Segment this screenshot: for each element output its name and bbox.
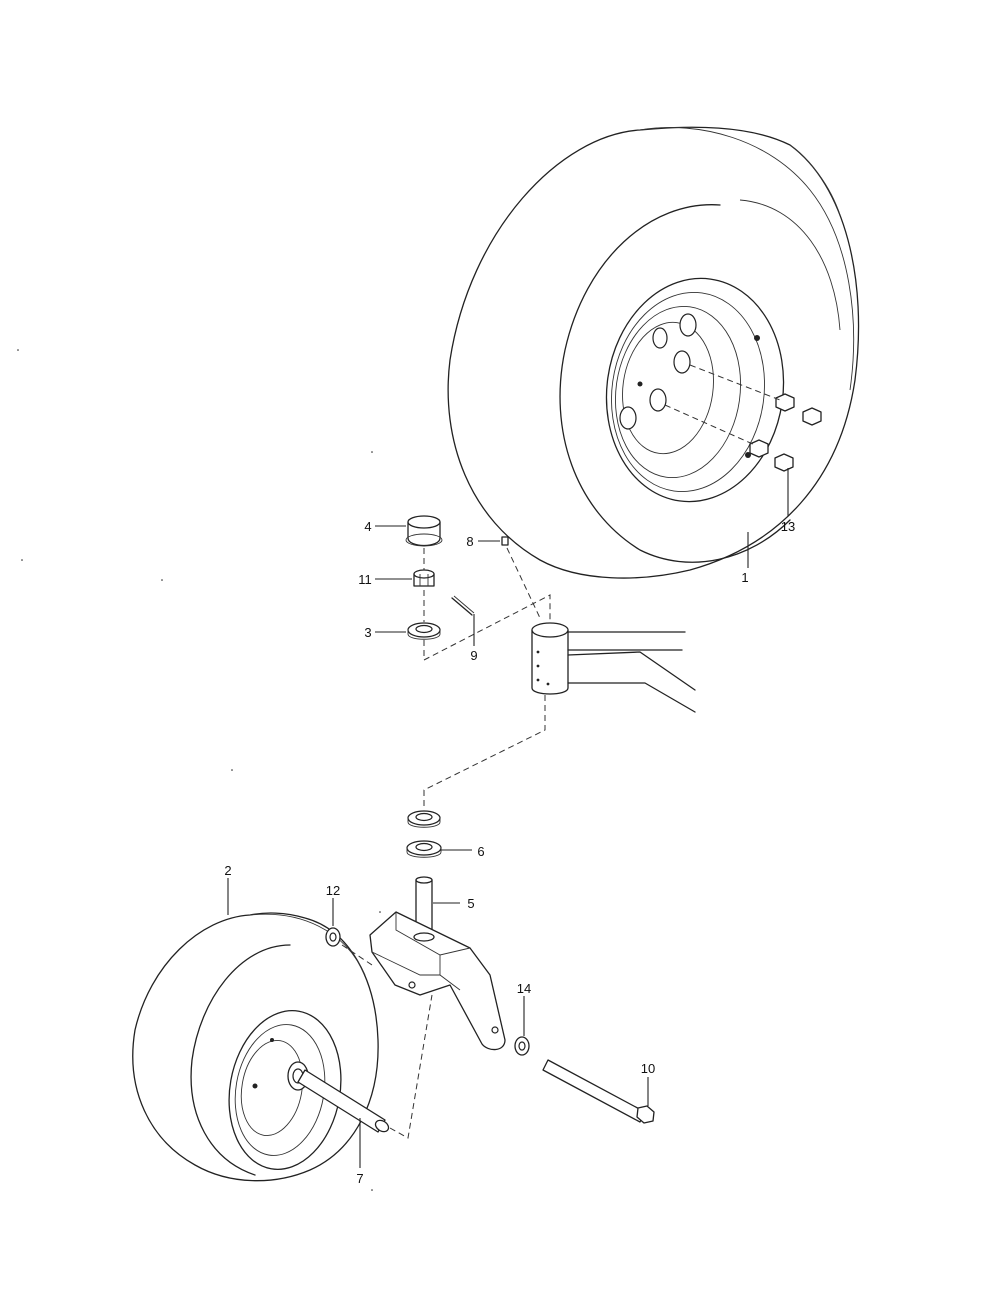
grease-fitting [501, 536, 509, 546]
caster-fork [369, 876, 506, 1051]
callout-9: 9 [470, 648, 477, 663]
spacer-nut [325, 927, 341, 947]
rear-tire-assembly [447, 126, 860, 579]
callout-14: 14 [517, 981, 531, 996]
cotter-pin [451, 595, 475, 616]
callout-labels: 1 2 3 4 5 6 7 8 9 10 11 12 13 14 [224, 519, 795, 1186]
callout-7: 7 [356, 1171, 363, 1186]
bearing-top [407, 622, 441, 640]
callout-8: 8 [466, 534, 473, 549]
washer [514, 1036, 530, 1056]
callout-3: 3 [364, 625, 371, 640]
lug-nuts [749, 393, 822, 472]
callout-11: 11 [358, 572, 372, 587]
callout-12: 12 [326, 883, 340, 898]
callout-4: 4 [364, 519, 371, 534]
axle-shaft [297, 1069, 390, 1133]
long-bolt [542, 1059, 655, 1124]
callout-13: 13 [781, 519, 795, 534]
caster-wheel [132, 912, 379, 1182]
castle-nut [413, 569, 435, 587]
callout-5: 5 [467, 896, 474, 911]
frame-pivot-tube [531, 622, 696, 713]
callout-6: 6 [477, 844, 484, 859]
callout-2: 2 [224, 863, 231, 878]
bearing-lower-1 [407, 810, 441, 828]
callout-10: 10 [641, 1061, 655, 1076]
callout-1: 1 [741, 570, 748, 585]
bearing-lower-2 [406, 840, 442, 858]
hub-cap [405, 515, 443, 547]
leader-lines [227, 468, 789, 1168]
